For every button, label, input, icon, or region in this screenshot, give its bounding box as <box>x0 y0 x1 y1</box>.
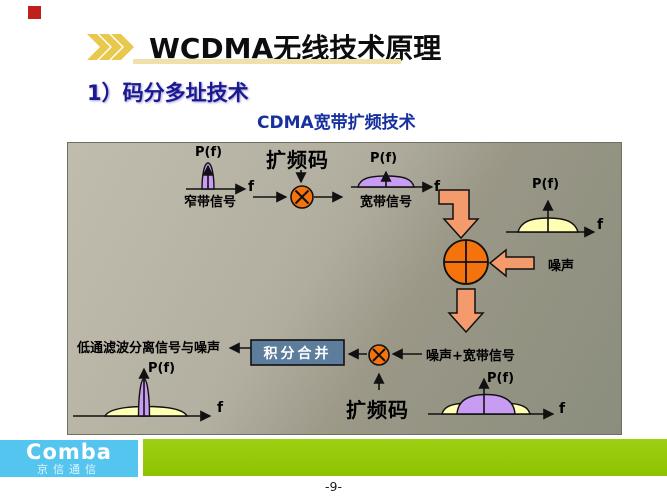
comba-logo: Comba 京信通信 <box>0 440 138 477</box>
lowpass-label: 低通滤波分离信号与噪声 <box>77 341 221 356</box>
composite-signal-shape <box>456 393 516 415</box>
elbow-block-arrow <box>438 189 480 240</box>
down-block-arrow <box>447 288 485 334</box>
spread-code-bottom-label: 扩频码 <box>346 398 409 422</box>
spread-code-top-label: 扩频码 <box>266 148 329 172</box>
slide-deco-square <box>28 6 41 19</box>
f-label-wideband: f <box>434 179 441 195</box>
section-heading: 1）码分多址技术 <box>87 81 249 105</box>
integrator-box <box>250 339 345 366</box>
title-underline <box>133 59 401 64</box>
f-label-composite: f <box>559 401 566 417</box>
pf-label-narrowband: P(f) <box>195 145 223 160</box>
page-number: -9- <box>325 479 342 494</box>
f-label-recovered: f <box>217 400 224 416</box>
noise-label: 噪声 <box>548 259 575 274</box>
diagram-title: CDMA宽带扩频技术 <box>257 113 416 133</box>
chevrons-icon <box>87 34 134 60</box>
comba-logo-text: Comba <box>26 440 112 464</box>
narrowband-label: 窄带信号 <box>184 195 237 210</box>
pf-label-composite: P(f) <box>487 371 515 386</box>
f-label-narrowband: f <box>248 179 255 195</box>
diagram-graphics <box>73 162 596 422</box>
noise-block-arrow <box>488 248 535 278</box>
cdma-spread-spectrum-diagram: P(f) f 窄带信号 扩频码 P(f) f 宽带信号 P(f) f 噪声 噪声… <box>67 142 622 435</box>
footer-green-bar <box>143 439 667 476</box>
pf-label-wideband: P(f) <box>370 151 398 166</box>
f-label-noise: f <box>597 217 604 233</box>
comba-logo-subtext: 京信通信 <box>37 463 101 476</box>
integrator-box-label: 积分合并 <box>263 345 332 362</box>
wideband-label: 宽带信号 <box>360 195 413 210</box>
pf-label-recovered: P(f) <box>148 361 176 376</box>
pf-label-noise: P(f) <box>532 177 560 192</box>
noise-plus-wideband-label: 噪声+宽带信号 <box>426 349 515 364</box>
